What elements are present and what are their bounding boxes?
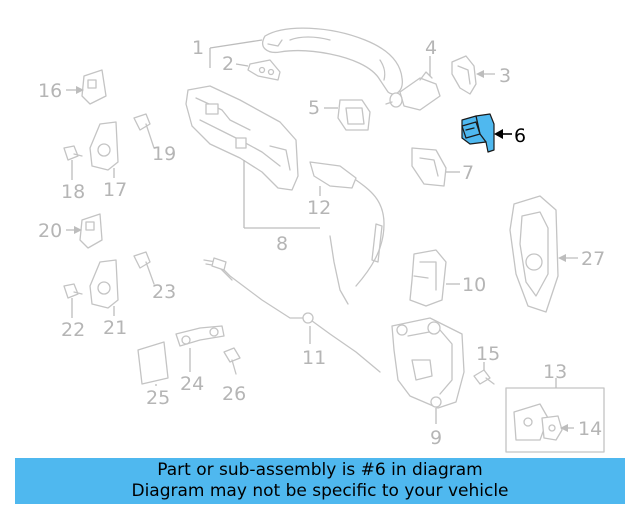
callout-13: 13	[543, 361, 567, 383]
part-9-latch	[391, 317, 465, 409]
callout-27: 27	[581, 248, 605, 270]
part-11-cable	[203, 257, 381, 373]
part-15-bolt	[473, 369, 495, 385]
callout-26: 26	[222, 383, 246, 405]
callout-25: 25	[146, 387, 170, 409]
callout-16: 16	[38, 80, 62, 102]
banner-line-disclaimer: Diagram may not be specific to your vehi…	[131, 481, 509, 501]
part-8-handle-frame	[185, 85, 385, 305]
part-18-bolt	[63, 145, 83, 161]
callout-4: 4	[425, 37, 437, 59]
callout-9: 9	[430, 427, 442, 449]
part-24-check-link	[175, 325, 225, 347]
part-7-pad	[411, 147, 447, 187]
part-13-striker-assembly	[505, 387, 605, 453]
banner-line-part: Part or sub-assembly is #6 in diagram	[157, 460, 483, 480]
part-6-highlighted	[461, 113, 495, 153]
leader-1b	[209, 39, 263, 49]
parts-diagram: 1 2 3 4 5 6 7 8 9 10 11 12 13 14 15 16 1…	[38, 27, 605, 453]
callout-14: 14	[578, 418, 602, 440]
callout-24: 24	[180, 373, 204, 395]
part-3-cover	[451, 55, 477, 95]
callout-7: 7	[462, 162, 474, 184]
callout-22: 22	[61, 319, 85, 341]
callout-3: 3	[499, 65, 511, 87]
part-23-bolt	[133, 251, 155, 285]
callout-2: 2	[222, 53, 234, 75]
callout-6: 6	[514, 125, 526, 147]
group-13-frame	[505, 387, 605, 453]
part-26-bolt	[223, 347, 241, 375]
callout-17: 17	[103, 179, 127, 201]
part-1-outside-handle	[262, 27, 403, 95]
part-16-hinge-upper	[81, 69, 107, 105]
callout-12: 12	[307, 197, 331, 219]
part-17-hinge-body	[89, 121, 119, 171]
callout-15: 15	[476, 343, 500, 365]
part-21-hinge-body	[89, 259, 119, 309]
callout-19: 19	[152, 143, 176, 165]
callout-11: 11	[302, 347, 326, 369]
callout-1: 1	[192, 37, 204, 59]
part-20-hinge-upper	[79, 213, 103, 249]
part-10-latch-cover	[409, 249, 447, 307]
part-4-lock-cylinder	[385, 71, 441, 111]
part-5-gasket	[337, 99, 371, 131]
callout-20: 20	[38, 220, 62, 242]
callout-23: 23	[152, 281, 176, 303]
part-27-seal-plate	[509, 195, 559, 313]
part-22-bolt	[63, 283, 83, 299]
callout-18: 18	[61, 181, 85, 203]
callout-8: 8	[276, 233, 288, 255]
callout-10: 10	[462, 274, 486, 296]
callout-21: 21	[103, 317, 127, 339]
callout-5: 5	[308, 97, 320, 119]
part-2-bracket	[247, 59, 281, 81]
part-19-bolt	[133, 113, 155, 149]
leader-2	[235, 63, 249, 67]
part-25-pad	[137, 341, 169, 385]
part-info-banner: Part or sub-assembly is #6 in diagram Di…	[15, 458, 625, 504]
